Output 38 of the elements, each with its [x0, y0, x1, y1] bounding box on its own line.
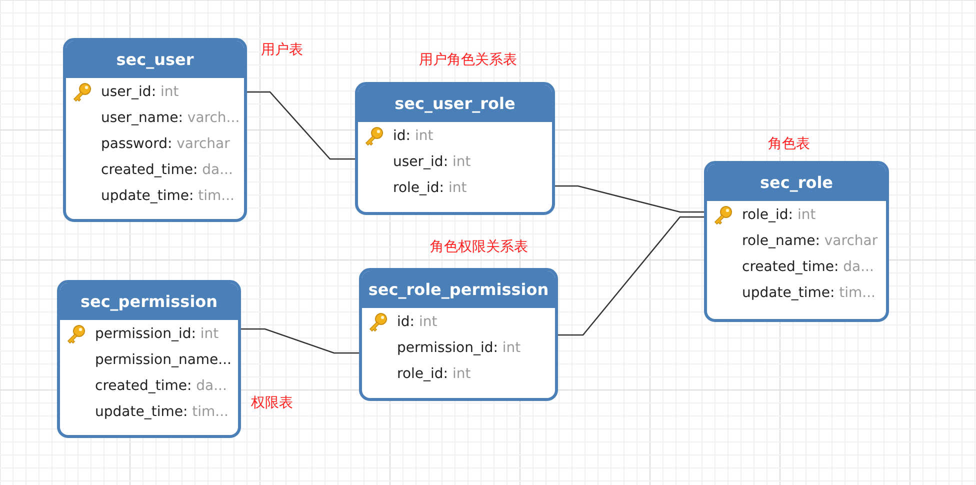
- field-row-text: created_time: da...: [101, 161, 233, 180]
- field-row-text: role_name: varchar: [742, 232, 878, 251]
- table-box: [355, 82, 555, 215]
- field-row-text: update_time: tim...: [101, 187, 235, 206]
- table-box: [57, 280, 241, 438]
- field-row-text: id: int: [393, 127, 434, 146]
- field-row-text: created_time: da...: [742, 258, 874, 277]
- table-name: sec_user_role: [358, 85, 552, 122]
- table-caption: 用户表: [261, 41, 303, 59]
- table-name: sec_role_permission: [362, 271, 555, 308]
- table-caption: 权限表: [251, 394, 293, 412]
- field-row-text: permission_name...: [95, 351, 232, 370]
- relationship-line: [247, 91, 355, 160]
- field-row-text: user_id: int: [101, 83, 179, 102]
- field-row-text: role_id: int: [742, 206, 816, 225]
- field-row-text: role_id: int: [397, 365, 471, 384]
- field-row-text: created_time: da...: [95, 377, 227, 396]
- field-row-text: update_time: tim...: [742, 284, 876, 303]
- field-row-text: user_name: varch...: [101, 109, 240, 128]
- table-name: sec_role: [707, 164, 886, 201]
- field-row-text: user_id: int: [393, 153, 471, 172]
- relationship-line: [558, 216, 704, 336]
- field-row-text: update_time: tim...: [95, 403, 229, 422]
- field-row-text: password: varchar: [101, 135, 230, 154]
- table-name: sec_permission: [60, 283, 238, 320]
- field-row-text: id: int: [397, 313, 438, 332]
- field-row-text: permission_id: int: [95, 325, 219, 344]
- table-box: [63, 38, 247, 222]
- table-caption: 角色权限关系表: [430, 238, 528, 256]
- table-name: sec_user: [66, 41, 244, 78]
- table-caption: 用户角色关系表: [419, 51, 517, 69]
- field-row-text: role_id: int: [393, 179, 467, 198]
- table-box: [704, 161, 889, 322]
- table-caption: 角色表: [768, 135, 810, 153]
- relationship-line: [241, 328, 359, 354]
- field-row-text: permission_id: int: [397, 339, 521, 358]
- table-box: [359, 268, 558, 401]
- relationship-line: [555, 185, 704, 213]
